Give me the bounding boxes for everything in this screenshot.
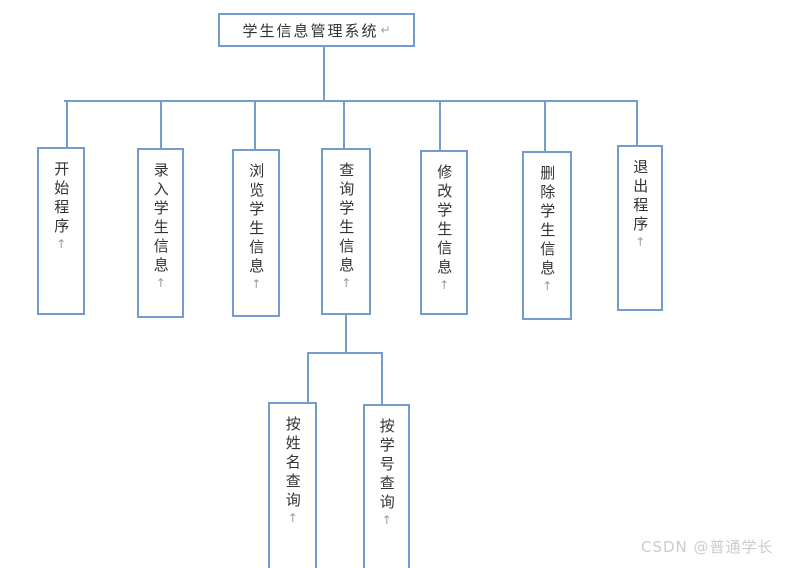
node-label: 开始程序: [52, 161, 71, 237]
csdn-watermark: CSDN @普通学长: [641, 538, 774, 556]
node-browse-student-info: 浏览学生信息↑: [232, 149, 280, 317]
connector-query-horizontal: [307, 352, 383, 354]
connector-drop-browse-info: [254, 101, 256, 149]
return-mark: ↑: [339, 276, 354, 290]
return-mark: ↑: [437, 278, 452, 292]
return-mark: ↑: [54, 237, 69, 251]
return-mark: ↑: [633, 235, 648, 249]
node-query-by-name: 按姓名查询↑: [268, 402, 317, 568]
connector-drop-start-program: [66, 101, 68, 147]
connector-root-vertical: [323, 47, 325, 102]
node-query-student-info: 查询学生信息↑: [321, 148, 371, 315]
connector-query-vertical: [345, 315, 347, 353]
node-label: 修改学生信息: [435, 164, 454, 278]
connector-drop-query-by-name: [307, 352, 309, 403]
return-mark: ↑: [285, 511, 300, 525]
node-modify-student-info: 修改学生信息↑: [420, 150, 468, 315]
return-mark: ↑: [379, 513, 394, 527]
node-root-student-info-system: 学生信息管理系统↵: [218, 13, 415, 47]
node-label: 退出程序: [631, 159, 650, 235]
node-label: 按学号查询: [377, 418, 396, 513]
node-label: 录入学生信息: [151, 162, 170, 276]
node-start-program: 开始程序↑: [37, 147, 85, 315]
connector-drop-exit-program: [636, 101, 638, 145]
node-delete-student-info: 删除学生信息↑: [522, 151, 572, 320]
node-label: 删除学生信息: [538, 165, 557, 279]
node-root-label: 学生信息管理系统: [242, 21, 379, 40]
connector-drop-delete-info: [544, 101, 546, 151]
node-exit-program: 退出程序↑: [617, 145, 663, 311]
node-label: 按姓名查询: [283, 416, 302, 511]
connector-drop-modify-info: [439, 101, 441, 150]
connector-drop-query-by-id: [381, 352, 383, 405]
return-mark: ↑: [153, 276, 168, 290]
return-mark: ↑: [249, 277, 264, 291]
return-mark: ↵: [380, 23, 391, 37]
node-label: 浏览学生信息: [247, 163, 266, 277]
node-label: 查询学生信息: [337, 162, 356, 276]
connector-main-horizontal: [64, 100, 638, 102]
node-query-by-id: 按学号查询↑: [363, 404, 410, 568]
node-input-student-info: 录入学生信息↑: [137, 148, 184, 318]
connector-drop-query-info: [343, 101, 345, 148]
return-mark: ↑: [540, 279, 555, 293]
connector-drop-input-info: [160, 101, 162, 148]
